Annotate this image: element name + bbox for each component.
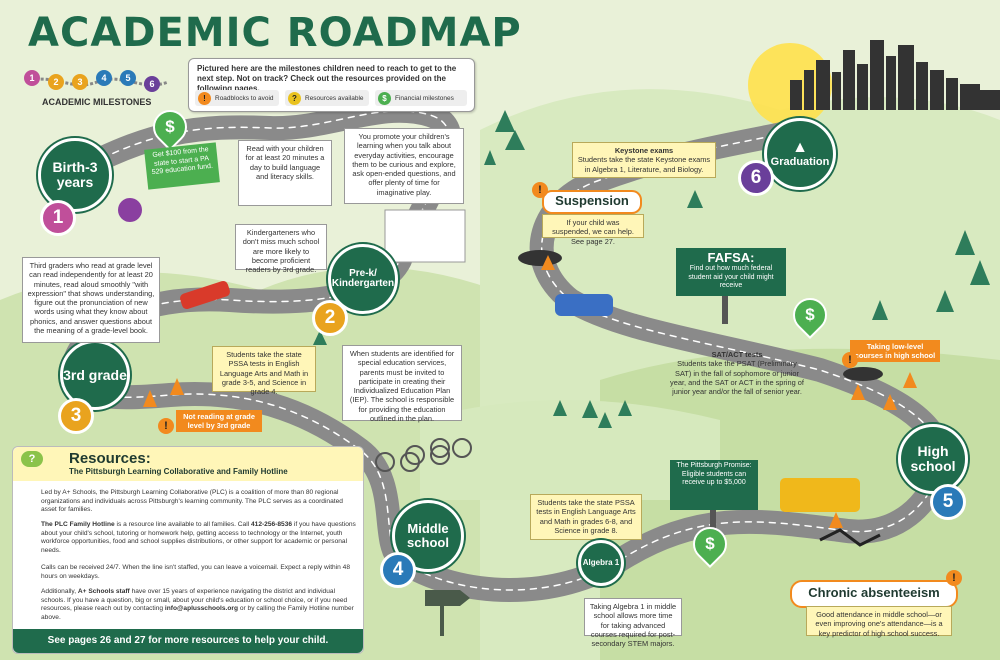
pa529-note: Get $100 from the state to start a PA 52…	[144, 142, 220, 190]
low-level-courses-note: Taking low-level courses in high school	[850, 340, 940, 362]
legend-num-2: 2	[53, 77, 58, 87]
hotline-lead: The PLC Family Hotline	[41, 521, 115, 528]
question-icon: ?	[288, 91, 301, 105]
resources-heading: Resources:	[69, 450, 151, 467]
keystone-title: Keystone exams	[614, 146, 674, 155]
warning-icon	[532, 182, 548, 198]
staff-email[interactable]: info@aplusschools.org	[164, 605, 238, 613]
suspension-note: If your child was suspended, we can help…	[542, 214, 644, 246]
stage-3-number: 3	[58, 398, 94, 434]
fafsa-billboard: FAFSA: Find out how much federal student…	[678, 250, 784, 294]
stage-6-number: 6	[738, 160, 774, 196]
resources-panel: ? Resources: The Pittsburgh Learning Col…	[12, 446, 364, 654]
red-car	[180, 280, 230, 310]
stage-high-school: High school	[898, 424, 968, 494]
legend-num-1: 1	[29, 73, 34, 83]
legend-num-6: 6	[149, 79, 154, 89]
legend-financial: $ Financial milestones	[375, 90, 467, 106]
stage-graduation-label: Graduation	[770, 155, 830, 168]
dollar-icon: $	[378, 91, 391, 105]
stage-3rd-grade: 3rd grade	[60, 340, 130, 410]
trees	[133, 110, 990, 428]
intro-box: Pictured here are the milestones childre…	[188, 58, 475, 112]
stage-5-number: 5	[930, 484, 966, 520]
algebra-badge: Algebra 1	[578, 540, 624, 586]
stage-prek-label: Pre-k/ Kindergarten	[331, 267, 395, 289]
hotline-text-a: is a resource line available to all fami…	[114, 521, 251, 528]
chat-question-icon: ?	[21, 451, 43, 467]
warning-icon	[842, 352, 858, 368]
milestones-legend-path: 1 2 3 4 5 6	[24, 70, 169, 92]
stage-1-number: 1	[40, 200, 76, 236]
fafsa-title: FAFSA:	[707, 250, 755, 265]
bike-rack	[375, 438, 472, 472]
resources-footer: See pages 26 and 27 for more resources t…	[13, 629, 363, 653]
algebra-badge-label: Algebra 1	[582, 557, 620, 567]
page-title: ACADEMIC ROADMAP	[28, 10, 522, 56]
staff-text-c: or by calling the Family Hotline number …	[41, 605, 354, 621]
city-skyline	[790, 40, 1000, 110]
stage-high-school-label: High school	[910, 443, 956, 474]
hotline-phone[interactable]: 412-256-8536	[250, 521, 293, 528]
resources-staff-paragraph: Additionally, A+ Schools staff have over…	[41, 588, 356, 622]
read-20-note: Read with your children for at least 20 …	[238, 140, 332, 206]
sat-act-text: Students take the PSAT (Preliminary SAT)…	[670, 359, 804, 397]
promise-billboard: The Pittsburgh Promise: Eligible student…	[672, 462, 756, 508]
sat-act-title: SAT/ACT tests	[711, 350, 763, 359]
resources-hotline-paragraph: The PLC Family Hotline is a resource lin…	[41, 521, 356, 555]
pssa-middle-note: Students take the state PSSA tests in En…	[530, 494, 642, 540]
fafsa-text: Find out how much federal student aid yo…	[688, 265, 774, 289]
blue-car	[555, 294, 613, 316]
resources-calls-paragraph: Calls can be received 24/7. When the lin…	[41, 564, 351, 580]
chronic-absenteeism-note: Good attendance in middle school—or even…	[806, 606, 952, 638]
stage-middle-school-label: Middle school	[407, 521, 449, 550]
warning-icon: !	[198, 91, 211, 105]
milestones-label: ACADEMIC MILESTONES	[42, 97, 152, 107]
legend-roadblocks: ! Roadblocks to avoid	[195, 90, 279, 106]
legend-num-4: 4	[101, 73, 106, 83]
resources-header: ? Resources: The Pittsburgh Learning Col…	[13, 447, 363, 481]
graduation-cap-icon: ▲	[792, 138, 808, 156]
kindergarten-note: Kindergarteners who don't miss much scho…	[235, 224, 327, 274]
sat-act-note: SAT/ACT tests Students take the PSAT (Pr…	[670, 350, 804, 396]
stage-3rd-grade-label: 3rd grade	[63, 366, 127, 383]
keystone-text: Students take the state Keystone exams i…	[577, 155, 711, 174]
warning-icon	[158, 418, 174, 434]
staff-text-a: Additionally,	[41, 588, 78, 595]
promise-title: The Pittsburgh Promise:	[676, 462, 752, 469]
staff-text-b: have over 15 years of experience navigat…	[41, 588, 348, 613]
algebra-note: Taking Algebra 1 in middle school allows…	[584, 598, 682, 648]
resources-plc-paragraph: Led by A+ Schools, the Pittsburgh Learni…	[41, 489, 343, 514]
intro-text: Pictured here are the milestones childre…	[197, 64, 457, 93]
stage-graduation: ▲ Graduation	[764, 118, 836, 190]
legend-financial-label: Financial milestones	[395, 94, 454, 102]
stage-2-number: 2	[312, 300, 348, 336]
warning-icon	[946, 570, 962, 586]
third-grade-readers-note: Third graders who read at grade level ca…	[22, 257, 160, 343]
promote-learning-note: You promote your children's learning whe…	[344, 128, 464, 204]
hotline-text-b: if you have questions about your child's…	[41, 521, 356, 554]
legend-roadblocks-label: Roadblocks to avoid	[215, 94, 274, 102]
suspension-title: Suspension	[542, 190, 642, 214]
school-bus	[780, 478, 860, 512]
stage-birth-3-label: Birth-3 years	[52, 159, 98, 190]
keystone-note: Keystone exams Students take the state K…	[572, 142, 716, 178]
staff-lead: A+ Schools staff	[77, 588, 130, 595]
legend-num-3: 3	[77, 77, 82, 87]
legend-resources-label: Resources available	[305, 94, 364, 102]
stage-birth-3: Birth-3 years	[38, 138, 112, 212]
iep-note: When students are identified for special…	[342, 345, 462, 423]
not-reading-note: Not reading at grade level by 3rd grade	[176, 410, 262, 432]
pssa-elementary-note: Students take the state PSSA tests in En…	[212, 346, 316, 396]
promise-text: Eligible students can receive up to $5,0…	[681, 470, 747, 487]
resources-subheading: The Pittsburgh Learning Collaborative an…	[69, 467, 288, 476]
legend-resources: ? Resources available	[285, 90, 369, 106]
legend-num-5: 5	[125, 73, 130, 83]
stage-4-number: 4	[380, 552, 416, 588]
chronic-absenteeism-title: Chronic absenteeism	[790, 580, 958, 608]
